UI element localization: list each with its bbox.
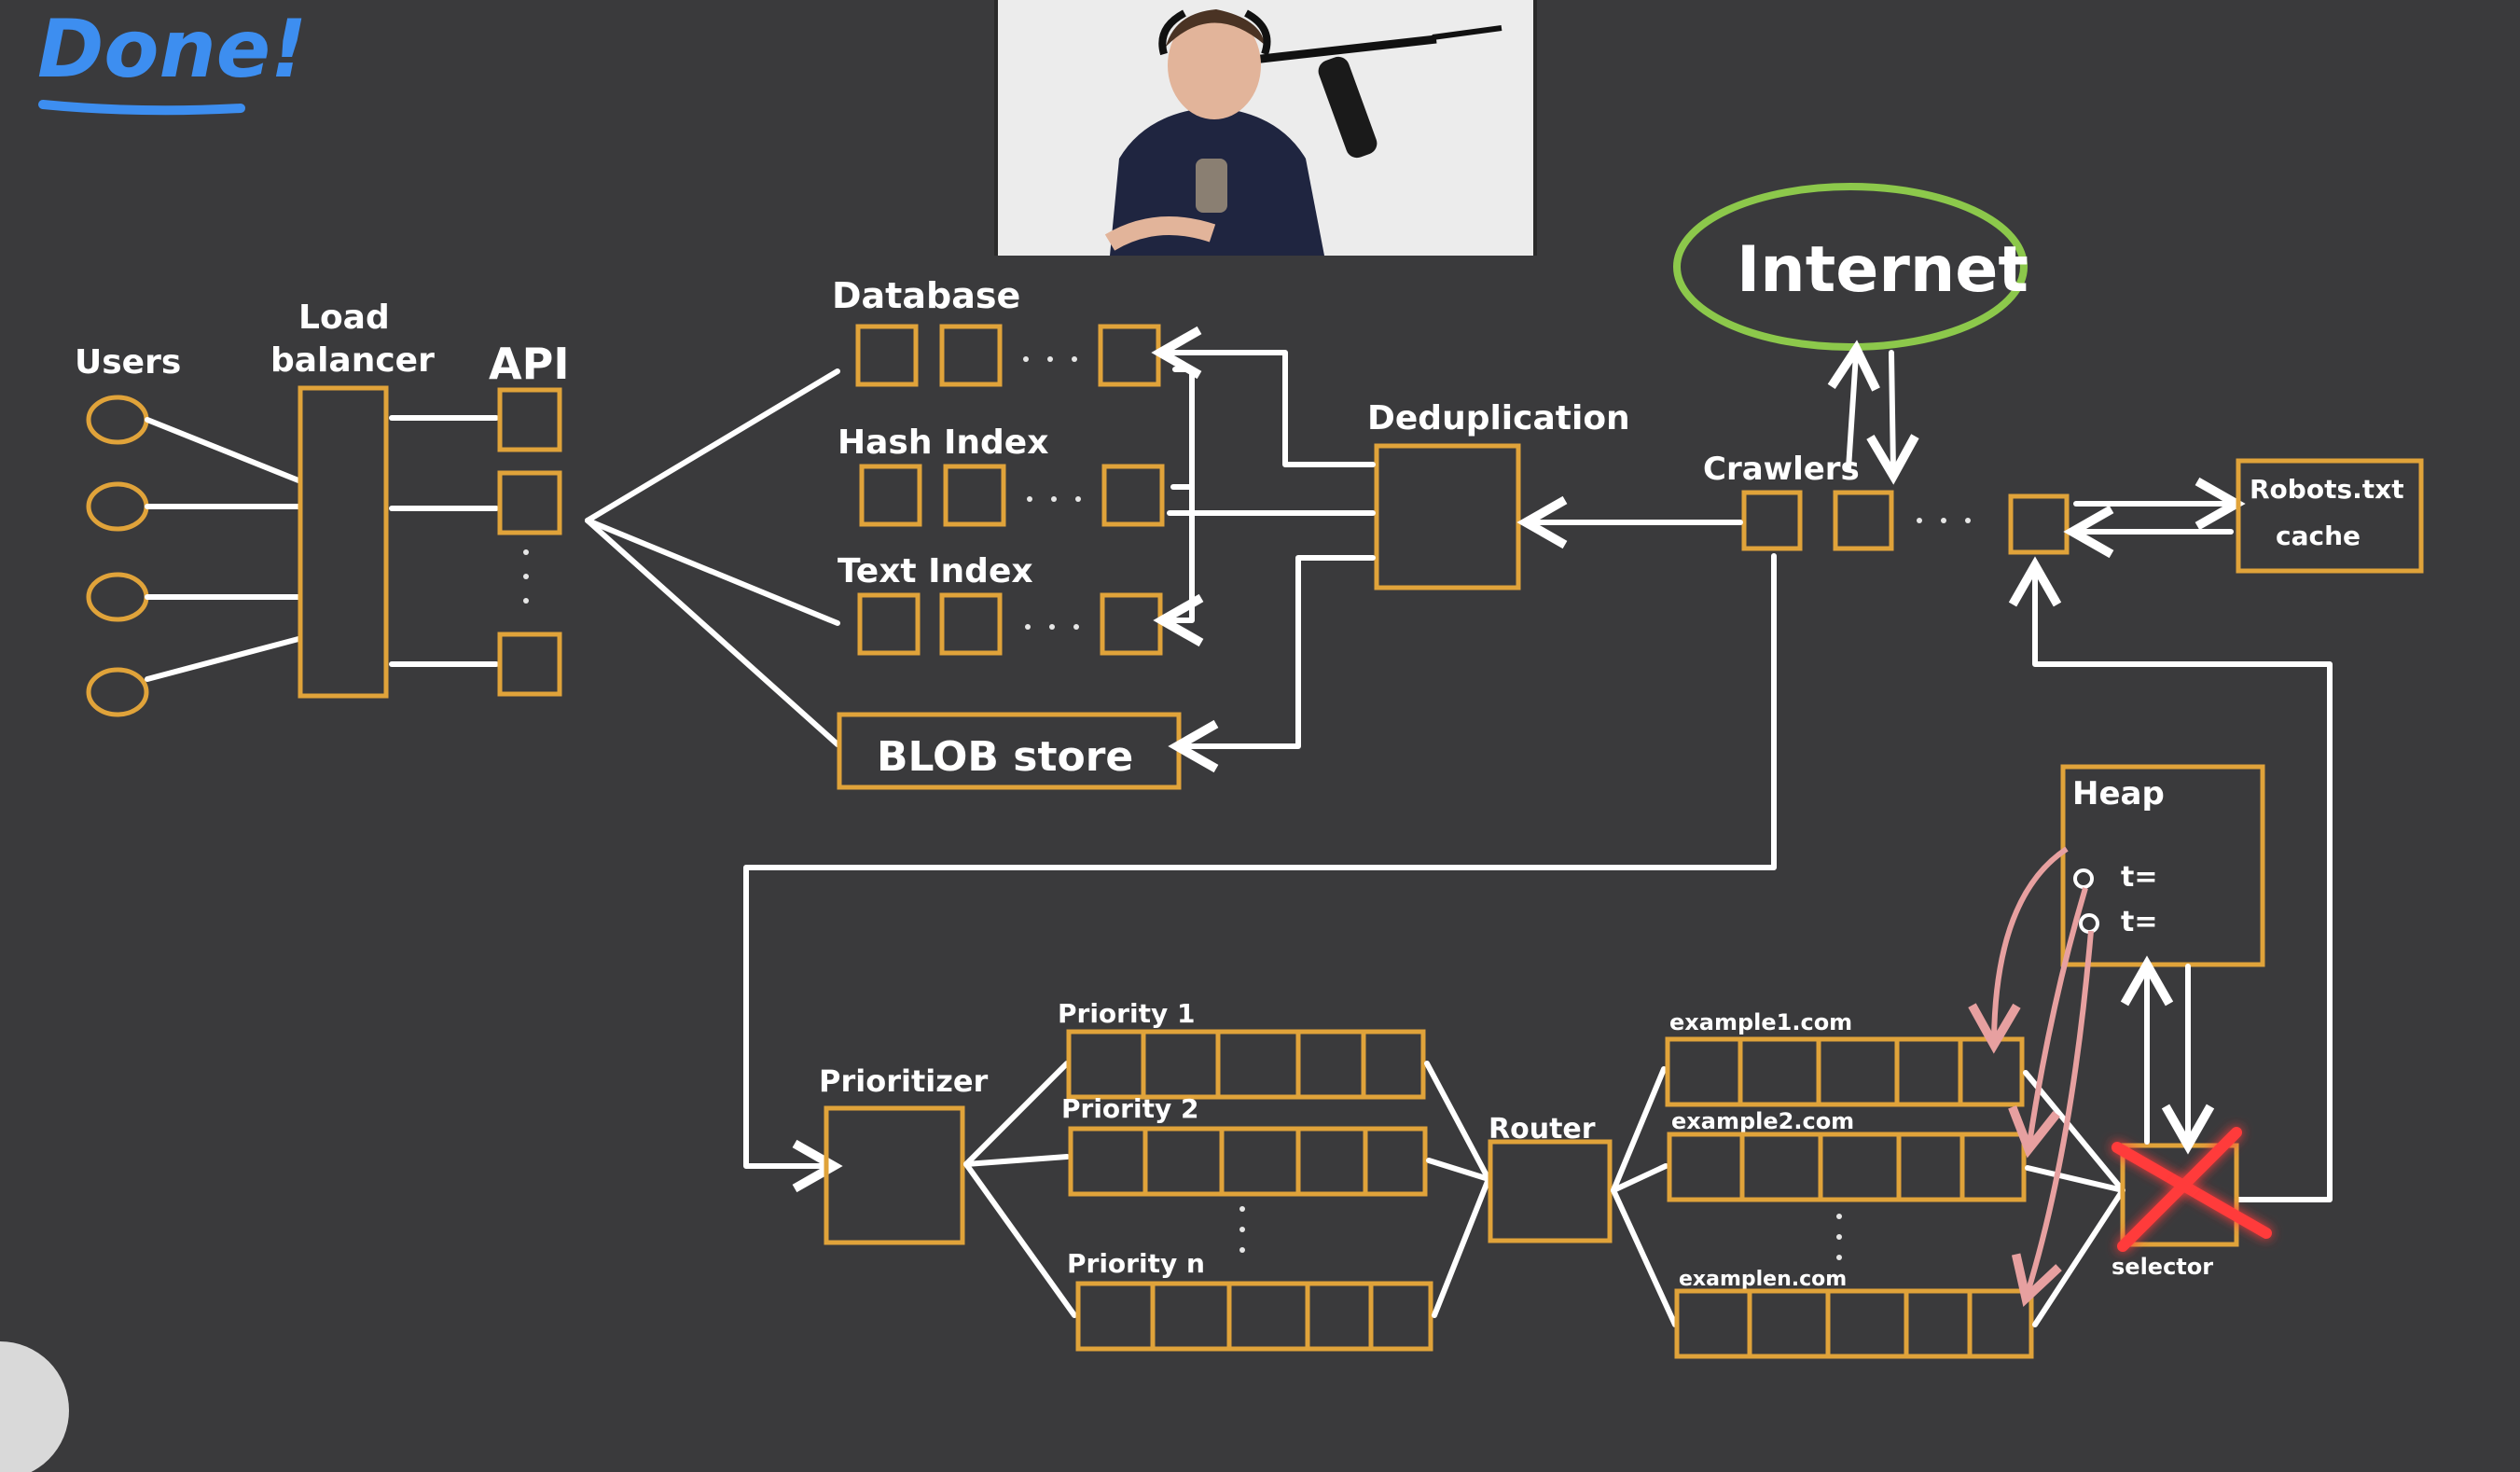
crawler-3 <box>2008 493 2070 555</box>
priority-2-queue <box>1068 1126 1428 1197</box>
priority-1-label: Priority 1 <box>1058 998 1195 1029</box>
crawlers-group: Crawlers <box>743 451 2246 1193</box>
prioritizer-box <box>824 1105 965 1245</box>
user-2 <box>86 481 149 532</box>
corner-overlay-circle <box>0 1341 69 1472</box>
domain-queues-group: example1.com example2.com examplen.com <box>1665 1009 2125 1359</box>
examplen-label: examplen.com <box>1679 1268 1847 1291</box>
selector-strike-2 <box>2117 1127 2242 1252</box>
priority-2-label: Priority 2 <box>1061 1093 1198 1124</box>
api-server-2 <box>497 470 562 535</box>
deduplication-label: Deduplication <box>1367 399 1630 437</box>
robots-cache-label-2: cache <box>2276 521 2361 551</box>
text-index-label: Text Index <box>838 552 1033 590</box>
db-shard-1 <box>855 324 919 387</box>
selector-strike-1 <box>2112 1142 2272 1239</box>
heap-label: Heap <box>2072 775 2165 812</box>
robots-cache-label-1: Robots.txt <box>2250 474 2404 505</box>
webcam-overlay <box>994 0 1537 256</box>
blob-store-label: BLOB store <box>877 733 1133 781</box>
internet-label: Internet <box>1737 233 2028 307</box>
example1-queue <box>1665 1036 2025 1107</box>
hash-shard-3 <box>1101 464 1165 527</box>
robots-cache-box <box>2236 458 2424 574</box>
load-balancer-group: Load balancer <box>270 299 499 699</box>
text-shard-1 <box>857 592 921 656</box>
page-title: Done! <box>37 3 307 96</box>
prioritizer-group: Prioritizer <box>819 1061 1077 1318</box>
heap-pointer-arrows <box>1968 846 2094 1307</box>
priority-n-queue <box>1075 1281 1433 1352</box>
internet-group: Internet <box>1673 183 2028 485</box>
example2-queue <box>1667 1132 2027 1202</box>
hash-shard-1 <box>859 464 922 527</box>
text-shard-2 <box>939 592 1003 656</box>
api-server-3 <box>497 632 562 697</box>
hash-shard-2 <box>943 464 1006 527</box>
title-underline <box>38 100 245 116</box>
api-server-1 <box>497 387 562 452</box>
robots-cache-group: Robots.txt cache <box>2236 458 2424 574</box>
crawlers-label: Crawlers <box>1703 451 1860 488</box>
crawler-2 <box>1833 490 1894 551</box>
user-3 <box>86 572 149 622</box>
api-label: API <box>489 339 569 389</box>
text-index-group: Text Index <box>838 552 1163 656</box>
priority-queues-group: Priority 1 Priority 2 Priority n <box>1058 998 1491 1352</box>
heap-row-1: t= <box>2121 861 2157 894</box>
blob-store-group: BLOB store <box>837 712 1182 790</box>
user-4 <box>86 667 149 717</box>
selector-label: selector <box>2112 1254 2213 1280</box>
prioritizer-label: Prioritizer <box>819 1063 989 1099</box>
db-shard-3 <box>1098 324 1161 387</box>
text-shard-3 <box>1100 592 1163 656</box>
api-group: API <box>489 339 840 747</box>
title-group: Done! <box>37 3 307 116</box>
examplen-queue <box>1674 1288 2034 1359</box>
example2-label: example2.com <box>1671 1108 1854 1134</box>
deduplication-group: Deduplication <box>1151 326 1630 773</box>
hash-index-label: Hash Index <box>838 424 1048 462</box>
database-group: Database <box>832 275 1161 387</box>
users-label: Users <box>75 343 181 382</box>
deduplication-box <box>1374 443 1521 590</box>
db-shard-2 <box>939 324 1003 387</box>
router-group: Router <box>1488 1066 1678 1327</box>
users-group: Users <box>75 343 301 717</box>
load-balancer-label-2: balancer <box>270 341 435 380</box>
priority-n-label: Priority n <box>1067 1248 1205 1279</box>
priority-1-queue <box>1066 1029 1426 1100</box>
hash-index-group: Hash Index <box>838 424 1165 527</box>
router-box <box>1488 1139 1613 1243</box>
database-label: Database <box>832 275 1020 316</box>
load-balancer-box <box>298 385 389 699</box>
example1-label: example1.com <box>1669 1009 1852 1035</box>
heap-group: Heap t= t= <box>2060 764 2265 967</box>
load-balancer-label-1: Load <box>298 299 390 337</box>
user-1 <box>86 395 149 445</box>
heap-row-2: t= <box>2121 906 2157 938</box>
selector-group: selector <box>2112 955 2272 1280</box>
crawler-1 <box>1741 490 1803 551</box>
person-at-desk-photo-icon <box>998 0 1533 256</box>
